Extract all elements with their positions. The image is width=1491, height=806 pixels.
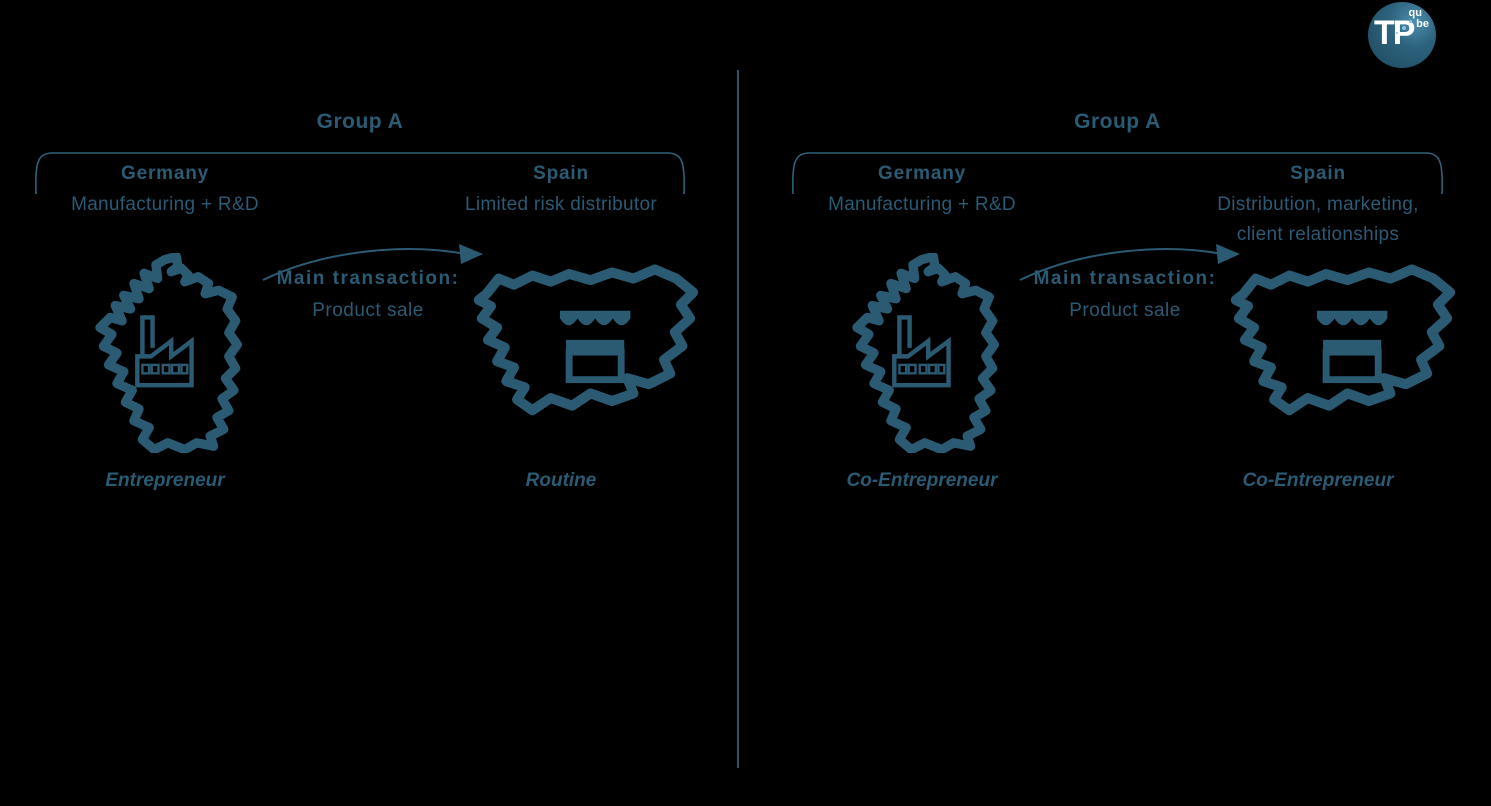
transaction-label: Main transaction: xyxy=(1033,268,1217,289)
logo-tp-text: TP xyxy=(1374,14,1415,52)
country-label-spain: Spain xyxy=(533,163,589,184)
transaction-arrow-icon xyxy=(262,244,483,281)
transaction-detail: Product sale xyxy=(312,300,424,321)
transaction-label: Main transaction: xyxy=(276,268,460,289)
tpqube-logo: TP qu be xyxy=(1368,2,1436,68)
market-stall-icon xyxy=(1316,310,1388,384)
role-label-spain: Co-Entrepreneur xyxy=(1242,470,1394,491)
bracket-icon xyxy=(791,152,1444,195)
sparkle-dot xyxy=(1396,32,1398,34)
logo-qu-text: qu xyxy=(1408,7,1422,19)
group-title: Group A xyxy=(316,110,404,133)
function-label-spain-line1: Distribution, marketing, xyxy=(1217,194,1419,215)
transaction-detail: Product sale xyxy=(1069,300,1181,321)
function-label-spain-line1: Limited risk distributor xyxy=(465,194,657,215)
country-label-germany: Germany xyxy=(878,163,966,184)
country-label-spain: Spain xyxy=(1290,163,1346,184)
logo-be-text: be xyxy=(1416,18,1429,30)
germany-map-icon xyxy=(852,253,999,453)
vertical-divider xyxy=(737,70,739,768)
spain-map-icon xyxy=(473,264,699,416)
factory-icon xyxy=(135,315,194,388)
transaction-arrow-icon xyxy=(1019,244,1240,281)
function-label-germany: Manufacturing + R&D xyxy=(71,194,259,215)
role-label-spain: Routine xyxy=(525,470,597,491)
role-label-germany: Entrepreneur xyxy=(105,470,225,491)
panel-right-scenario: Group A Germany Spain Manufacturing + R&… xyxy=(790,110,1456,530)
function-label-germany: Manufacturing + R&D xyxy=(828,194,1016,215)
spain-map-icon xyxy=(1230,264,1456,416)
factory-icon xyxy=(892,315,951,388)
country-label-germany: Germany xyxy=(121,163,209,184)
sparkle-dot xyxy=(1402,26,1406,30)
sparkle-dot xyxy=(1409,20,1412,23)
market-stall-icon xyxy=(559,310,631,384)
group-title: Group A xyxy=(1074,110,1161,133)
bracket-icon xyxy=(34,152,686,195)
germany-map-icon xyxy=(95,253,242,453)
panel-left-scenario: Group A Germany Spain Manufacturing + R&… xyxy=(33,110,699,530)
role-label-germany: Co-Entrepreneur xyxy=(846,470,998,491)
function-label-spain-line2: client relationships xyxy=(1236,224,1400,245)
